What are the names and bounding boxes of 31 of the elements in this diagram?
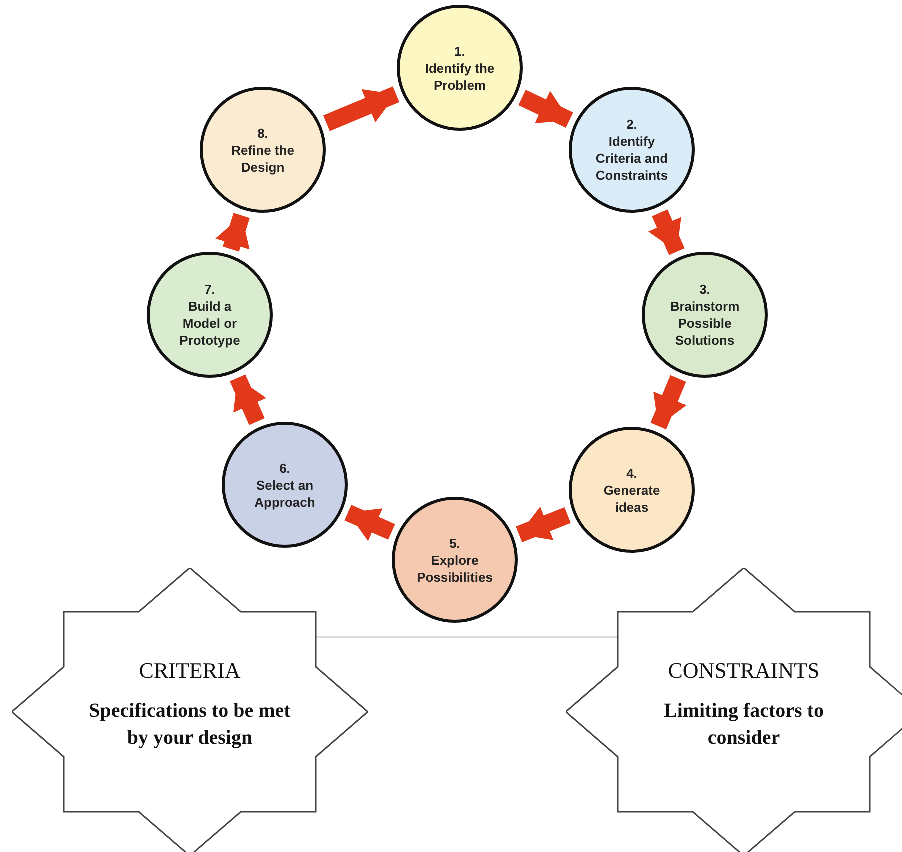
- star-heading: CRITERIA: [138, 658, 242, 684]
- step-text: Refine the Design: [230, 142, 296, 176]
- star-heading: CONSTRAINTS: [667, 658, 821, 684]
- step-text: Explore Possibilities: [416, 552, 494, 586]
- step-text: Select an Approach: [254, 476, 316, 510]
- step-text: Identify Criteria and Constraints: [594, 133, 670, 184]
- arrow: [648, 210, 685, 256]
- arrow: [216, 213, 250, 252]
- step-text: 3.: [700, 281, 710, 298]
- step-text: 2.: [626, 116, 638, 133]
- step-text: Identify the Problem: [424, 60, 496, 94]
- step-text: 5.: [450, 534, 460, 552]
- arrow: [323, 86, 400, 132]
- arrow: [516, 506, 571, 543]
- step-text: Brainstorm Possible Solutions: [669, 298, 741, 349]
- arrow: [518, 90, 574, 128]
- star-shape: [12, 568, 368, 852]
- arrow: [650, 375, 687, 430]
- star-description: Limiting factors to consider: [663, 699, 825, 751]
- arrow: [230, 374, 266, 426]
- step-text: 4.: [626, 464, 638, 482]
- step-text: 7.: [204, 281, 216, 298]
- connector-line: [316, 636, 618, 638]
- star-description: Specifications to be met by your design: [88, 699, 292, 751]
- step-text: 6.: [280, 460, 290, 476]
- step-text: Build a Model or Prototype: [178, 298, 242, 349]
- arrow: [344, 505, 396, 542]
- step-text: Generate ideas: [602, 482, 662, 516]
- step-text: 8.: [258, 124, 268, 142]
- step-text: 1.: [454, 42, 466, 60]
- star-shape: [566, 568, 902, 852]
